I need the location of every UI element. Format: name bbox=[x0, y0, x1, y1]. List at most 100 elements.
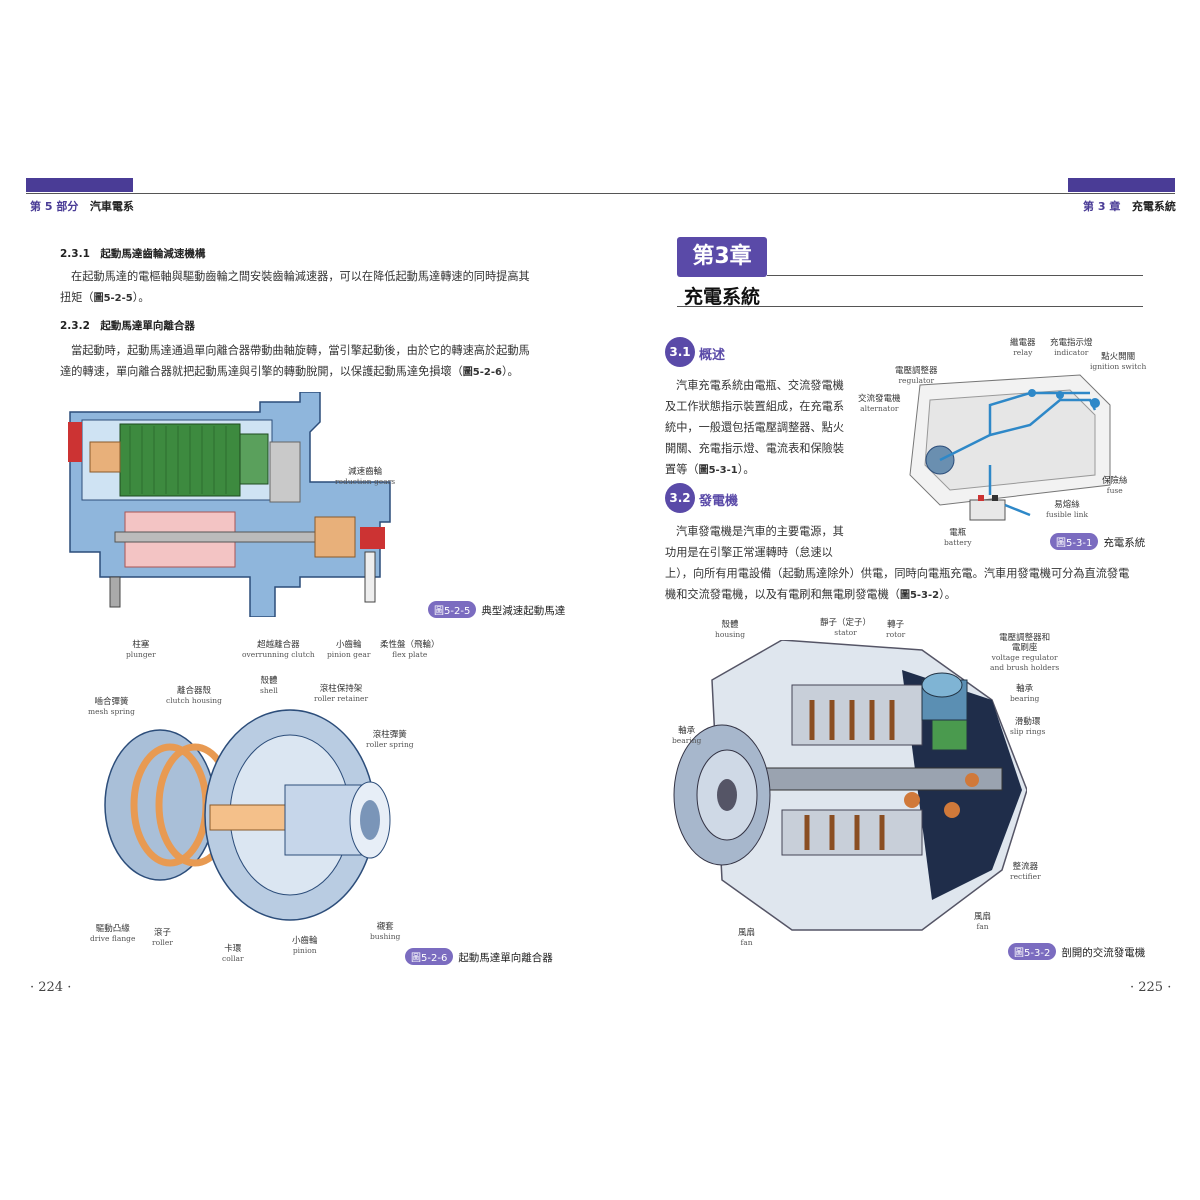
part-title: 汽車電系 bbox=[89, 200, 134, 213]
label-zh: 電壓調整器和 bbox=[999, 633, 1051, 643]
label-zh: 軸承 bbox=[678, 726, 696, 736]
caption-text: 充電系統 bbox=[1103, 537, 1146, 549]
label-en: shell bbox=[260, 686, 278, 695]
para-line: 置等（圖5-3-1）。 bbox=[665, 459, 865, 481]
label-en: reduction gears bbox=[335, 477, 396, 486]
chapter-label: 第 3 章 bbox=[1083, 200, 1121, 213]
chapter-rule-top bbox=[767, 275, 1143, 276]
text: ）。 bbox=[132, 291, 150, 304]
label-zh: 充電指示燈 bbox=[1050, 338, 1093, 348]
section-heading-232: 2.3.2 起動馬達單向離合器 bbox=[60, 320, 195, 332]
label-zh: 殼體 bbox=[721, 620, 739, 630]
label-zh: 電刷座 bbox=[1011, 643, 1038, 653]
label-en: roller bbox=[152, 938, 173, 947]
label-en: pinion gear bbox=[327, 650, 371, 659]
label-en: fuse bbox=[1106, 486, 1123, 495]
label-zh: 柱塞 bbox=[132, 640, 150, 650]
text: ）。 bbox=[501, 365, 519, 378]
label-zh: 靜子（定子） bbox=[820, 618, 872, 628]
paragraph-3-2: 汽車發電機是汽車的主要電源，其 功用是在引擎正常運轉時（怠速以 上），向所有用電… bbox=[665, 521, 1145, 606]
figure-ref: 圖5-2-5 bbox=[93, 293, 133, 304]
label-zh: 保險絲 bbox=[1102, 476, 1128, 486]
left-running-header: 第 5 部分 汽車電系 bbox=[30, 198, 134, 214]
label-en: fusible link bbox=[1046, 510, 1089, 519]
para-line: 統中，一般還包括電壓調整器、點火 bbox=[665, 421, 845, 434]
label-zh: 滾子 bbox=[153, 928, 171, 938]
page-number-left: · 224 · bbox=[30, 980, 72, 995]
label-zh: 柔性盤（飛輪） bbox=[380, 640, 440, 650]
label-zh: 小齒輪 bbox=[292, 936, 318, 946]
caption-text: 剖開的交流發電機 bbox=[1061, 947, 1146, 959]
para-line: 及工作狀態指示裝置組成，在充電系 bbox=[665, 400, 845, 413]
right-header-tab bbox=[1068, 178, 1175, 192]
caption-text: 典型減速起動馬達 bbox=[481, 605, 566, 617]
charging-system-illustration bbox=[909, 374, 1111, 521]
caption-text: 起動馬達單向離合器 bbox=[458, 952, 553, 964]
chapter-badge: 第3章 bbox=[677, 237, 767, 277]
para-231-line1: 在起動馬達的電樞軸與驅動齒輪之間安裝齒輪減速器，可以在降低起動馬達轉速的同時提高… bbox=[71, 270, 530, 283]
label-flex-plate: 柔性盤（飛輪）flex plate bbox=[380, 640, 440, 660]
paragraph-232: 當起動時，起動馬達通過單向離合器帶動曲軸旋轉，當引擎起動後，由於它的轉速高於起動… bbox=[60, 340, 550, 383]
para-line: 汽車充電系統由電瓶、交流發電機 bbox=[676, 379, 844, 392]
text: ）。 bbox=[939, 588, 956, 601]
label-zh: 超越離合器 bbox=[257, 640, 300, 650]
para-line: 汽車發電機是汽車的主要電源，其 bbox=[676, 525, 844, 538]
para-line: 上），向所有用電設備（起動馬達除外）供電，同時向電瓶充電。汽車用發電機可分為直流… bbox=[665, 567, 1130, 580]
section-title-3-1: 概述 bbox=[699, 348, 726, 363]
label-en: housing bbox=[715, 630, 746, 639]
label-en: rotor bbox=[886, 630, 906, 639]
label-zh: 滾柱保持架 bbox=[319, 684, 363, 694]
para-232-line2: 達的轉速，單向離合器就把起動馬達與引擎的轉動脫開，以保護起動馬達免損壞（圖5-2… bbox=[60, 361, 550, 383]
label-en: bearing bbox=[672, 736, 702, 745]
label-zh: 風扇 bbox=[974, 912, 992, 922]
header-rule bbox=[26, 193, 1175, 194]
label-zh: 整流器 bbox=[1012, 862, 1039, 872]
label-zh: 減速齒輪 bbox=[348, 467, 383, 477]
part-label: 第 5 部分 bbox=[30, 200, 79, 213]
label-stator: 靜子（定子）stator bbox=[820, 618, 871, 638]
label-zh: 電壓調整器 bbox=[895, 366, 938, 376]
label-en: bearing bbox=[1010, 694, 1040, 703]
para-232-line1: 當起動時，起動馬達通過單向離合器帶動曲軸旋轉，當引擎起動後，由於它的轉速高於起動… bbox=[71, 344, 530, 357]
label-en: fan bbox=[976, 922, 989, 931]
label-zh: 滑動環 bbox=[1014, 717, 1041, 727]
label-zh: 軸承 bbox=[1016, 684, 1034, 694]
label-en: drive flange bbox=[90, 934, 136, 943]
label-en: alternator bbox=[860, 404, 899, 413]
figure-ref: 圖5-3-1 bbox=[698, 465, 738, 476]
text: 扭矩（ bbox=[60, 291, 94, 304]
label-en: rectifier bbox=[1010, 872, 1041, 881]
label-zh: 襯套 bbox=[376, 922, 394, 932]
label-zh: 風扇 bbox=[738, 928, 756, 938]
figure-ref: 圖5-3-2 bbox=[899, 590, 940, 601]
label-en: relay bbox=[1013, 348, 1033, 357]
label-zh: 離合器殼 bbox=[176, 686, 211, 696]
starter-motor-illustration bbox=[68, 392, 391, 617]
label-zh: 易熔絲 bbox=[1054, 500, 1080, 510]
label-en: stator bbox=[834, 628, 857, 637]
label-en: roller retainer bbox=[314, 694, 369, 703]
